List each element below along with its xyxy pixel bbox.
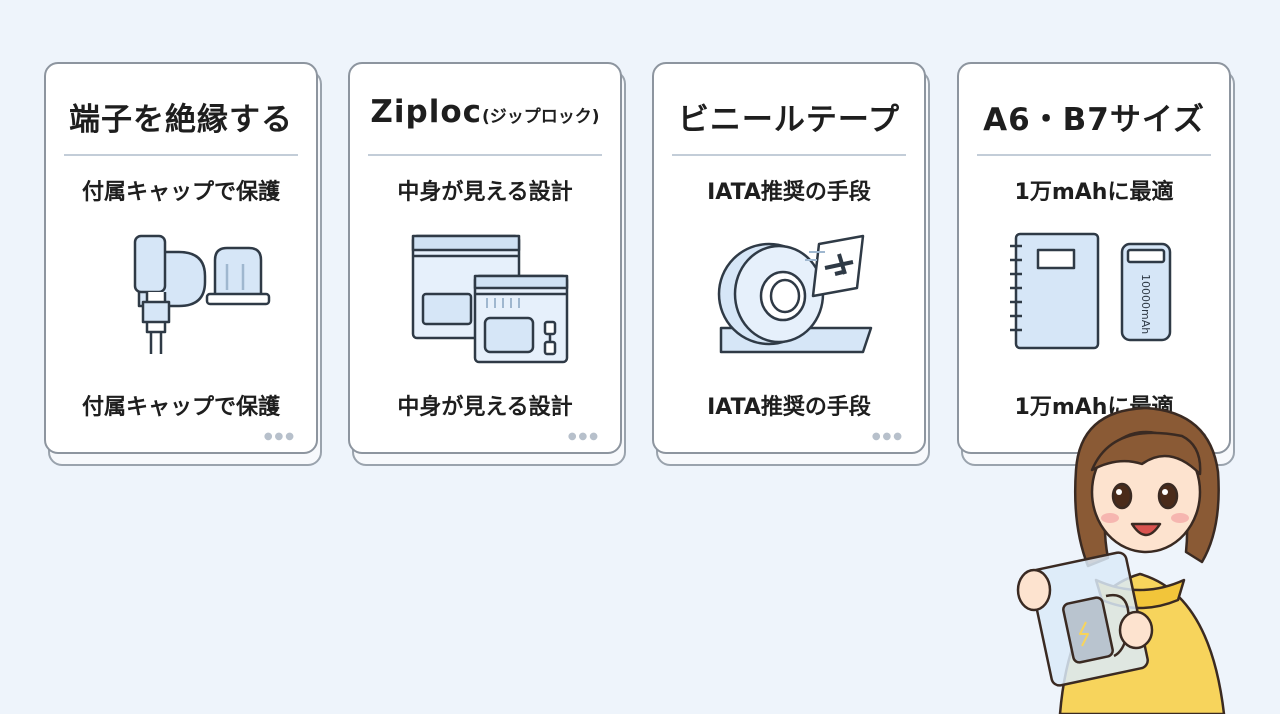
card-a6-b7-size: A6・B7サイズ 1万mAhに最適 10000mAh 1万mAhに最適 ●●● [957,62,1235,466]
card-caption-top: 1万mAhに最適 [1014,180,1174,205]
card-divider [672,154,906,156]
battery-label: 10000mAh [1139,274,1152,334]
card-caption-bottom: 中身が見える設計 [397,395,573,420]
card-title: Ziploc(ジップロック) [370,94,600,130]
card-title-sub: (ジップロック) [482,107,600,127]
card-dots: ●●● [567,431,600,442]
card-caption-bottom: 付属キャップで保護 [81,395,280,420]
card-divider [977,154,1211,156]
card-title: 端子を絶縁する [69,102,293,138]
card-body: A6・B7サイズ 1万mAhに最適 10000mAh 1万mAhに最適 ●●● [957,62,1231,454]
card-body: ビニールテープ IATA推奨の手段 IATA推奨の手段 ●●● [652,62,926,454]
vinyl-tape-icon [717,234,873,354]
card-caption-top: 付属キャップで保護 [81,180,280,205]
card-body: Ziploc(ジップロック) 中身が見える設計 中身が見える設計 ●●● [348,62,622,454]
card-dots: ●●● [871,431,904,442]
card-divider [64,154,298,156]
card-caption-top: IATA推奨の手段 [707,180,871,205]
zipper-bag-icon [411,234,569,364]
card-dots: ●●● [263,431,296,442]
card-caption-bottom: IATA推奨の手段 [707,395,871,420]
card-vinyl-tape: ビニールテープ IATA推奨の手段 IATA推奨の手段 ●●● [652,62,930,466]
card-ziploc: Ziploc(ジップロック) 中身が見える設計 中身が見える設計 ●●● [348,62,626,466]
card-caption-top: 中身が見える設計 [397,180,573,205]
card-body: 端子を絶縁する 付属キャップで保護 付属キャップで保護 ●●● [44,62,318,454]
card-title: ビニールテープ [677,102,901,138]
connector-cap-icon [133,234,271,354]
card-insulate-terminals: 端子を絶縁する 付属キャップで保護 付属キャップで保護 ●●● [44,62,322,466]
notebook-battery-icon: 10000mAh [1010,232,1172,350]
card-divider [368,154,602,156]
card-title: A6・B7サイズ [983,102,1205,138]
girl-holding-bag-illustration [1016,406,1226,714]
